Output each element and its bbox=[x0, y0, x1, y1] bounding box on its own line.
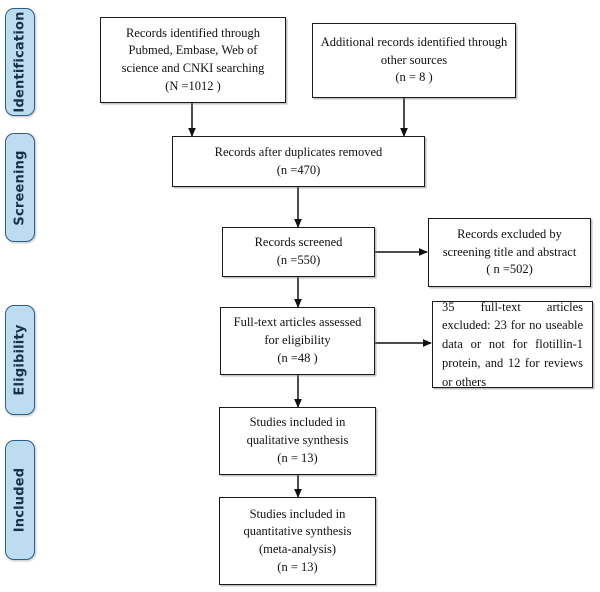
box-records-identified: Records identified through Pubmed, Embas… bbox=[100, 17, 286, 103]
stage-pill-included: Included bbox=[5, 440, 35, 560]
box-records-excluded: Records excluded by screening title and … bbox=[428, 218, 591, 287]
stage-label-included: Included bbox=[12, 467, 28, 533]
box-records-excluded-text: Records excluded by screening title and … bbox=[442, 226, 577, 277]
stage-pill-eligibility: Eligibility bbox=[5, 305, 35, 415]
box-records-screened-text: Records screened (n =550) bbox=[254, 235, 343, 267]
box-records-screened: Records screened (n =550) bbox=[222, 227, 375, 277]
stage-pill-identification: Identification bbox=[5, 8, 35, 116]
box-additional-records-text: Additional records identified through ot… bbox=[320, 34, 508, 85]
stage-label-screening: Screening bbox=[12, 149, 28, 226]
box-full-text-articles-excluded: 35 full-text articles excluded: 23 for n… bbox=[432, 300, 593, 389]
box-studies-included-qualitative-text: Studies included in qualitative synthesi… bbox=[246, 415, 349, 465]
box-full-text-articles-excluded-text: 35 full-text articles excluded: 23 for n… bbox=[442, 299, 583, 389]
box-records-after-duplicates-removed-text: Records after duplicates removed (n =470… bbox=[214, 144, 383, 177]
box-full-text-articles-assessed-text: Full-text articles assessed for eligibil… bbox=[233, 315, 362, 365]
box-studies-included-qualitative: Studies included in qualitative synthesi… bbox=[219, 407, 376, 475]
box-records-after-duplicates-removed: Records after duplicates removed (n =470… bbox=[172, 136, 425, 187]
box-studies-included-quantitative-text: Studies included in quantitative synthes… bbox=[243, 506, 352, 574]
box-additional-records: Additional records identified through ot… bbox=[312, 23, 516, 98]
stage-label-eligibility: Eligibility bbox=[12, 324, 28, 396]
box-studies-included-quantitative: Studies included in quantitative synthes… bbox=[219, 497, 376, 585]
stage-label-identification: Identification bbox=[12, 11, 28, 113]
box-full-text-articles-assessed: Full-text articles assessed for eligibil… bbox=[220, 307, 375, 375]
box-records-identified-text: Records identified through Pubmed, Embas… bbox=[121, 25, 265, 93]
stage-pill-screening: Screening bbox=[5, 133, 35, 242]
